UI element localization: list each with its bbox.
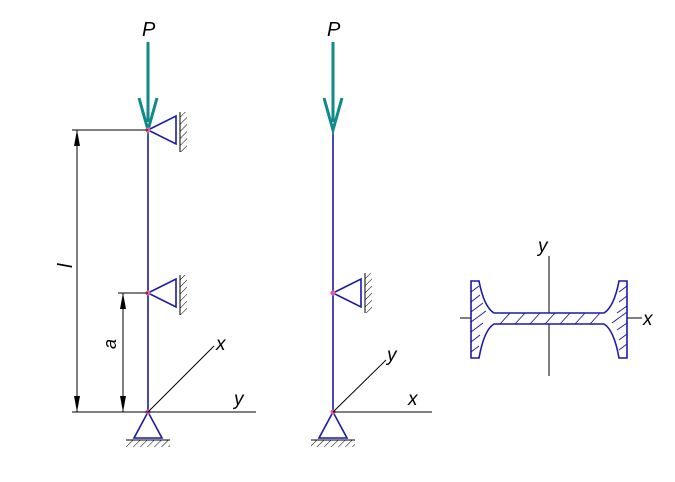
section-axis-y-label: y xyxy=(536,236,549,257)
middle-bottom-support xyxy=(311,410,355,447)
middle-axis-x-label: x xyxy=(407,389,419,410)
left-axis-x-line xyxy=(147,345,215,413)
middle-node-middle xyxy=(330,290,336,296)
middle-middle-support xyxy=(331,273,372,313)
left-load-label: P xyxy=(142,19,156,41)
left-bottom-support xyxy=(126,410,170,447)
dimension-a-label: a xyxy=(100,339,120,349)
left-axis-x-label: x xyxy=(215,334,227,355)
dimension-length-label: l xyxy=(55,263,77,268)
left-load-arrow xyxy=(137,42,159,136)
middle-scheme: P y x xyxy=(311,19,432,447)
section-axis-x-label: x xyxy=(642,309,654,330)
dimension-length xyxy=(72,129,148,413)
left-middle-support xyxy=(146,275,187,315)
left-axis-y-label: y xyxy=(232,389,245,410)
i-beam-section: y x xyxy=(460,236,654,376)
middle-axis-y-label: y xyxy=(385,345,398,366)
dimension-a xyxy=(118,292,148,412)
middle-load-label: P xyxy=(327,19,341,41)
section-hatching xyxy=(470,285,628,353)
left-top-support xyxy=(146,112,187,152)
middle-load-arrow xyxy=(322,42,344,136)
left-scheme: P l xyxy=(55,19,256,447)
middle-axis-y-line xyxy=(332,359,387,413)
